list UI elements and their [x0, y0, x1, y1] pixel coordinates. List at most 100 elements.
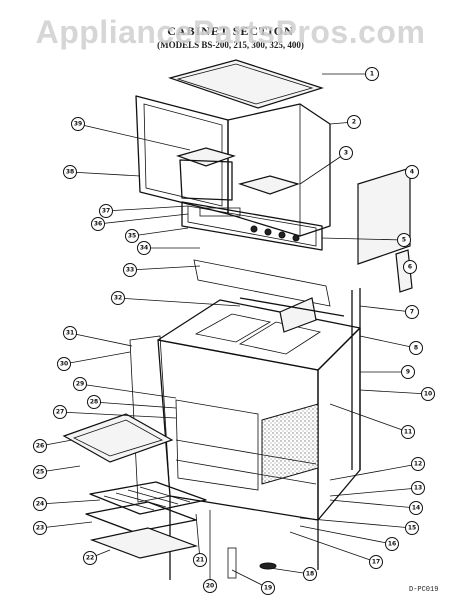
callout-circle: [63, 326, 77, 340]
callout-circle: [365, 67, 379, 81]
leader-line-27: [59, 411, 177, 419]
callout-number: 34: [140, 245, 148, 252]
callout-circle: [33, 521, 47, 535]
callout-39: 39: [71, 117, 85, 131]
callout-circle: [99, 204, 113, 218]
callout-circle: [409, 341, 423, 355]
callout-circle: [83, 551, 97, 565]
callout-35: 35: [125, 229, 139, 243]
leader-line-39: [77, 123, 191, 151]
callout-32: 32: [111, 291, 125, 305]
callout-circle: [347, 115, 361, 129]
callout-1: 1: [365, 67, 379, 81]
callout-circle: [401, 365, 415, 379]
callout-circle: [53, 405, 67, 419]
callout-circle: [411, 457, 425, 471]
leader-line-24: [39, 499, 101, 505]
callout-24: 24: [33, 497, 47, 511]
callout-12: 12: [411, 457, 425, 471]
page-subtitle: (MODELS BS-200, 215, 300, 325, 400): [157, 40, 304, 50]
callout-circle: [73, 377, 87, 391]
callout-number: 17: [372, 559, 380, 566]
callout-21: 21: [193, 553, 207, 567]
callout-36: 36: [91, 217, 105, 231]
callout-circle: [421, 387, 435, 401]
callout-number: 36: [94, 221, 102, 228]
callout-4: 4: [405, 165, 419, 179]
callout-number: 35: [128, 233, 136, 240]
callout-number: 21: [196, 557, 204, 564]
callout-29: 29: [73, 377, 87, 391]
callout-circle: [303, 567, 317, 581]
cooktop-glass-part: [167, 59, 324, 109]
leveling-feet-part: [227, 547, 277, 579]
callout-14: 14: [409, 501, 423, 515]
callout-number: 10: [424, 391, 432, 398]
callout-15: 15: [405, 521, 419, 535]
callout-number: 29: [76, 381, 84, 388]
callout-circle: [33, 439, 47, 453]
callout-23: 23: [33, 521, 47, 535]
leader-line-21: [195, 513, 201, 561]
callout-19: 19: [261, 581, 275, 595]
callout-circle: [411, 481, 425, 495]
side-panel-part: [357, 167, 411, 265]
callout-number: 27: [56, 409, 64, 416]
callout-number: 1: [370, 71, 374, 78]
callout-number: 12: [414, 461, 422, 468]
callout-number: 2: [352, 119, 356, 126]
leader-line-11: [329, 403, 409, 433]
callout-31: 31: [63, 326, 77, 340]
callout-18: 18: [303, 567, 317, 581]
callout-number: 26: [36, 443, 44, 450]
callout-13: 13: [411, 481, 425, 495]
callout-number: 22: [86, 555, 94, 562]
callout-38: 38: [63, 165, 77, 179]
callout-8: 8: [409, 341, 423, 355]
callout-number: 39: [74, 121, 82, 128]
leader-line-12: [329, 463, 419, 481]
leader-line-35: [131, 227, 189, 237]
callout-number: 4: [410, 169, 414, 176]
callout-circle: [137, 241, 151, 255]
callout-7: 7: [405, 305, 419, 319]
leader-line-3: [299, 152, 347, 185]
leader-line-5: [321, 237, 405, 241]
leader-lines: [39, 73, 429, 589]
leader-line-13: [329, 487, 419, 497]
callout-number: 25: [36, 469, 44, 476]
callout-number: 5: [402, 237, 406, 244]
document-code: D-PC019: [409, 586, 439, 594]
oven-door-part: [62, 413, 174, 463]
leader-line-8: [359, 335, 417, 349]
callout-number: 9: [406, 369, 410, 376]
callout-number: 8: [414, 345, 418, 352]
control-panel-part: [181, 201, 323, 251]
callout-circle: [409, 501, 423, 515]
callout-number: 33: [126, 267, 134, 274]
callout-26: 26: [33, 439, 47, 453]
callout-circle: [87, 395, 101, 409]
leader-line-38: [69, 171, 141, 177]
leader-line-16: [299, 525, 393, 545]
leader-line-33: [129, 265, 201, 271]
callout-number: 11: [404, 429, 412, 436]
control-glass-part: [193, 259, 331, 307]
callout-number: 20: [206, 583, 214, 590]
callout-circle: [385, 537, 399, 551]
callout-27: 27: [53, 405, 67, 419]
callout-11: 11: [401, 425, 415, 439]
leader-line-31: [69, 332, 133, 347]
callout-34: 34: [137, 241, 151, 255]
callout-circle: [403, 260, 417, 274]
callout-number: 16: [388, 541, 396, 548]
callout-number: 14: [412, 505, 420, 512]
leader-line-37: [105, 205, 189, 212]
callout-number: 15: [408, 525, 416, 532]
callout-16: 16: [385, 537, 399, 551]
oven-rack-part: [85, 481, 207, 533]
callout-number: 30: [60, 361, 68, 368]
callout-number: 3: [344, 150, 348, 157]
leader-line-14: [329, 499, 417, 509]
page-title: CABINET SECTION: [167, 24, 294, 38]
